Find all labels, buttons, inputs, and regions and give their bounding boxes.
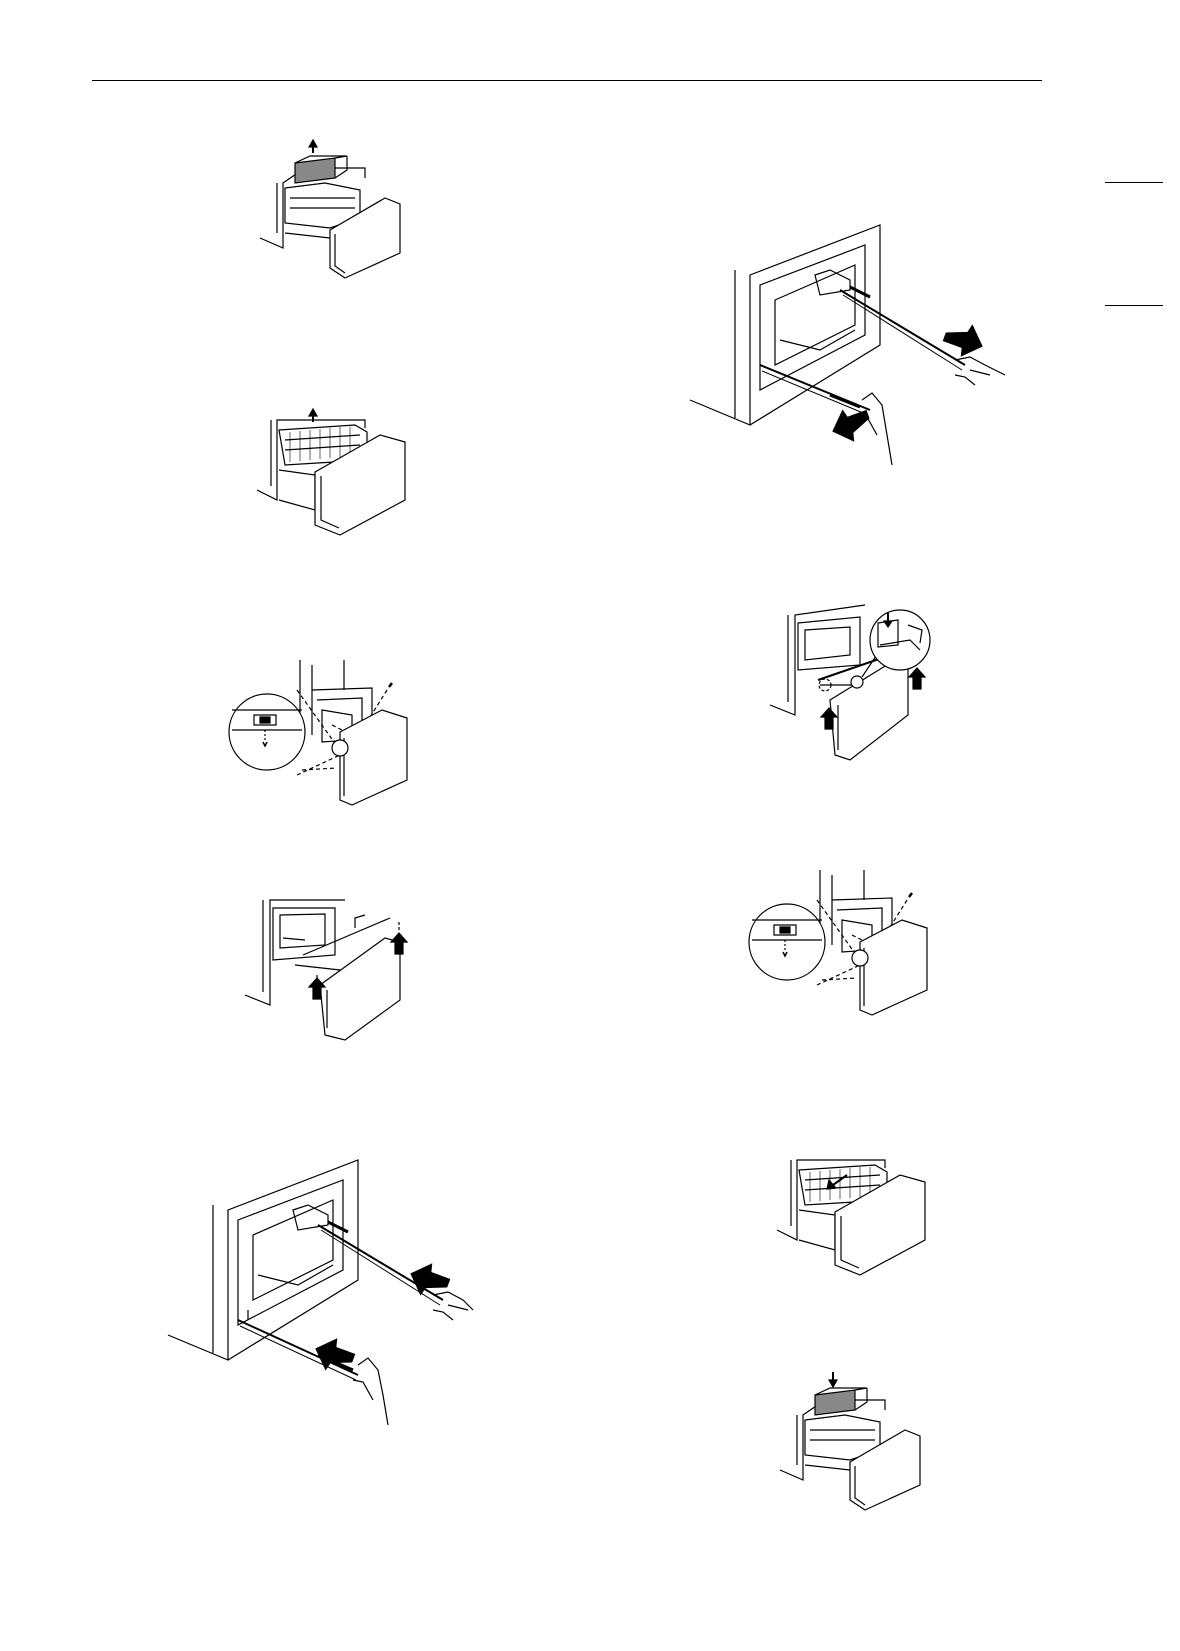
figure-rail-screw-installation bbox=[752, 870, 940, 1015]
figure-lift-drawer-off-rails bbox=[245, 900, 410, 1050]
header-rule bbox=[92, 80, 1042, 81]
figure-ice-bin-removal bbox=[255, 138, 405, 278]
figure-hook-drawer-on-rails bbox=[770, 605, 935, 765]
side-tab-marker-bottom bbox=[1105, 305, 1163, 306]
side-tab-marker-top bbox=[1105, 182, 1163, 183]
figure-rail-screw-removal bbox=[232, 660, 420, 805]
figure-lower-basket-installation bbox=[775, 1130, 930, 1275]
figure-lower-basket-removal bbox=[255, 390, 410, 535]
figure-push-rails-in bbox=[168, 1160, 488, 1425]
figure-pull-rails-out bbox=[690, 225, 1010, 490]
figure-ice-bin-installation bbox=[775, 1370, 925, 1510]
